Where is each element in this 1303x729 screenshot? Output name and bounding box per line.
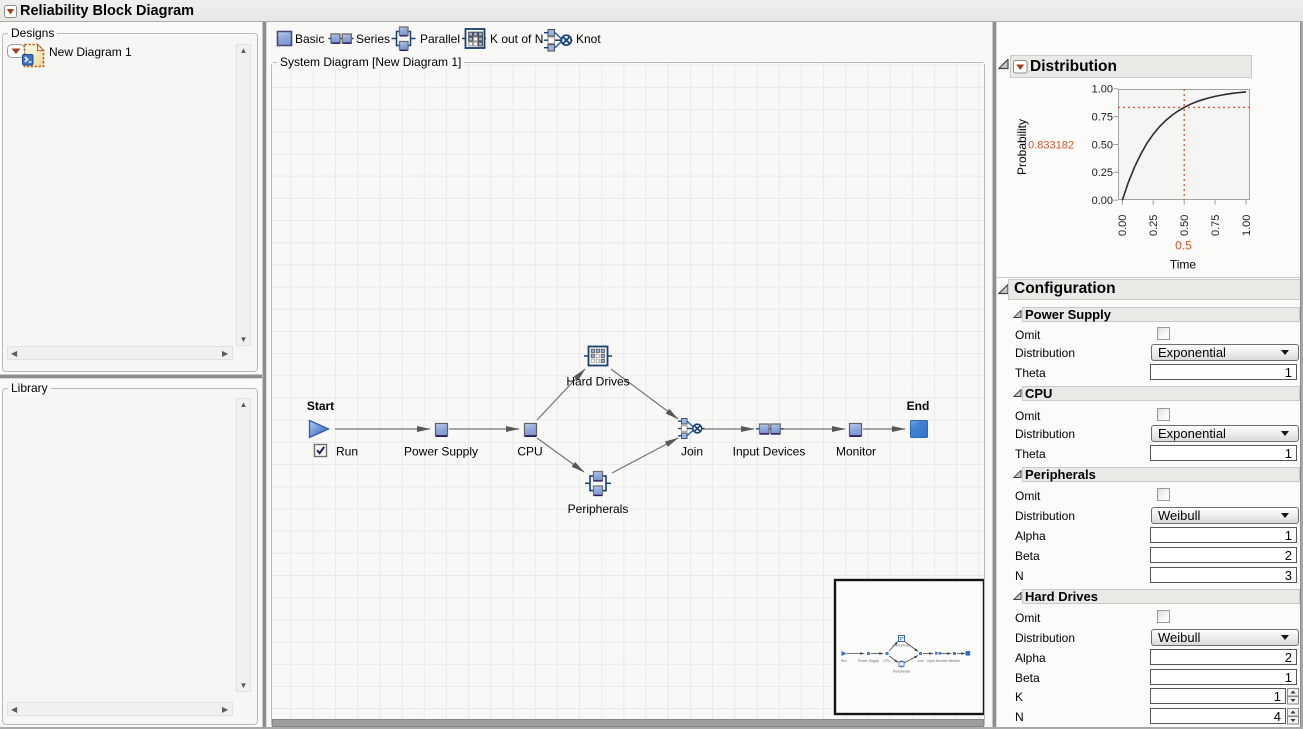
svg-text:0.50: 0.50 [1179,215,1191,236]
svg-text:CPU: CPU [883,659,891,663]
svg-text:0.75: 0.75 [1092,111,1113,123]
svg-text:Peripherals: Peripherals [568,502,629,516]
svg-text:Time: Time [1170,258,1197,272]
svg-text:Hard Drives: Hard Drives [566,375,629,389]
svg-text:Monitor: Monitor [836,445,876,459]
svg-text:1.00: 1.00 [1092,84,1113,96]
svg-text:0.833182: 0.833182 [1028,139,1074,151]
svg-text:Input Devices: Input Devices [927,659,948,663]
svg-text:Probability: Probability [1015,119,1029,175]
svg-text:Join: Join [681,445,703,459]
svg-text:Monitor: Monitor [949,659,961,663]
svg-text:0.50: 0.50 [1092,139,1113,151]
svg-text:0.00: 0.00 [1117,215,1129,236]
svg-text:0.00: 0.00 [1092,195,1113,207]
svg-text:Power Supply: Power Supply [858,659,879,663]
svg-text:0.5: 0.5 [1175,239,1192,253]
svg-text:Join: Join [917,659,923,663]
svg-text:Hard Drives: Hard Drives [893,644,911,648]
svg-text:End: End [907,399,930,413]
svg-text:CPU: CPU [517,445,542,459]
svg-text:Run: Run [336,445,358,459]
svg-text:1.00: 1.00 [1241,215,1253,236]
svg-text:Power Supply: Power Supply [404,445,478,459]
svg-text:Input Devices: Input Devices [733,445,806,459]
svg-text:0.25: 0.25 [1092,167,1113,179]
svg-text:Start: Start [307,399,334,413]
svg-text:0.75: 0.75 [1210,215,1222,236]
svg-text:0.25: 0.25 [1148,215,1160,236]
svg-text:Peripherals: Peripherals [893,670,910,674]
svg-text:Run: Run [841,659,847,663]
